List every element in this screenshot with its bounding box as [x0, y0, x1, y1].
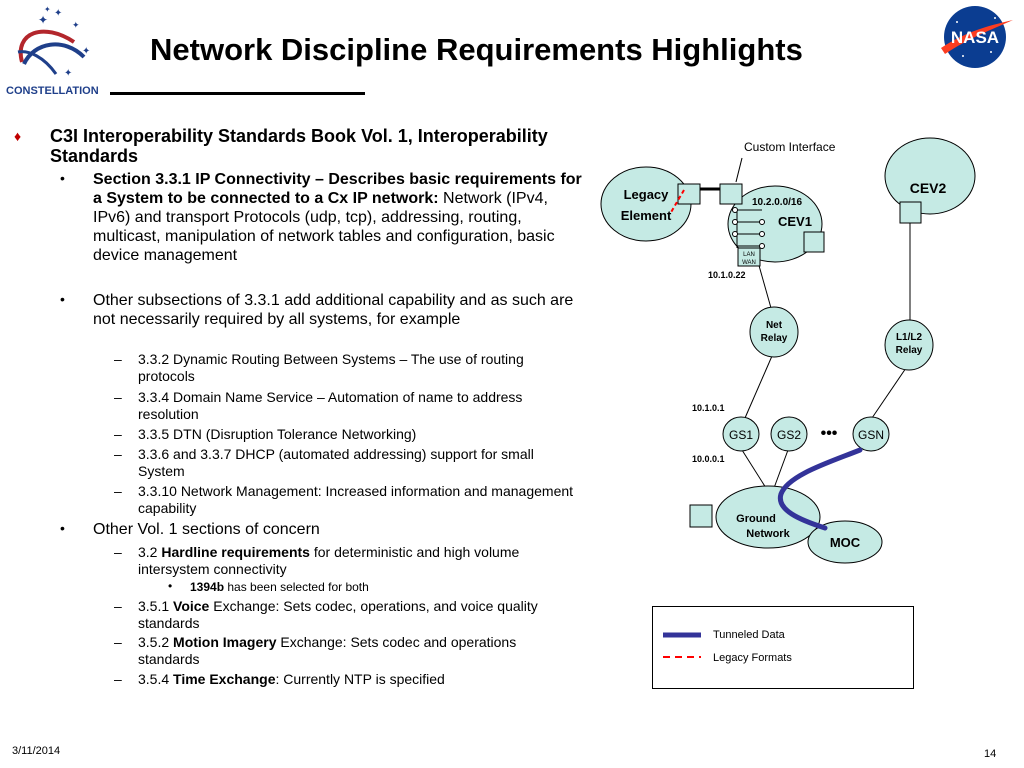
svg-text:✦: ✦ — [38, 13, 48, 27]
diamond-bullet-icon: ♦ — [14, 128, 22, 144]
l1l2-relay-node — [884, 319, 934, 371]
legacy-format-line — [669, 189, 685, 215]
moc-label: MOC — [830, 535, 861, 550]
link-l1l2-gsn — [871, 367, 907, 419]
ground-network-label-1: Ground — [736, 513, 776, 525]
cev1-interface-box — [803, 231, 825, 253]
dash-bullet-icon: – — [114, 671, 122, 687]
tunneled-data-path — [777, 447, 863, 531]
dot-bullet-icon: • — [168, 579, 173, 593]
net-relay-label-2: Relay — [761, 333, 788, 344]
constellation-logo: ✦ ✦ ✦ ✦ ✦ ✦ CONSTELLATION — [6, 5, 99, 97]
cev1-ports — [732, 207, 765, 249]
wan-label: WAN — [742, 260, 756, 266]
svg-text:✦: ✦ — [54, 8, 62, 19]
gsn-label: GSN — [858, 428, 884, 442]
custom-interface-pointer — [735, 157, 743, 183]
dot-bullet-icon: • — [60, 291, 65, 307]
cev2-node — [884, 137, 976, 215]
network-diagram: Legacy Element 10.2.0.0/16 CEV1 LAN WAN … — [600, 137, 976, 564]
legacy-element-label-1: Legacy — [624, 187, 670, 202]
link-gs2-ground — [773, 449, 789, 489]
other-vol1-text: Other Vol. 1 sections of concern — [93, 521, 320, 538]
legend-tunneled-label: Tunneled Data — [713, 629, 786, 641]
nasa-logo-text: NASA — [951, 28, 999, 47]
legacy-element-label-2: Element — [621, 208, 672, 223]
slide-title: Network Discipline Requirements Highligh… — [150, 32, 803, 67]
cev1-node — [727, 185, 823, 263]
link-gs1-ground — [741, 449, 767, 489]
legend-graphics: Tunneled Data Legacy Formats — [663, 629, 792, 664]
cev1-label: CEV1 — [778, 214, 812, 229]
svg-text:✦: ✦ — [82, 46, 90, 57]
svg-text:✦: ✦ — [64, 68, 72, 79]
gs-ellipsis: ••• — [821, 425, 838, 442]
nasa-logo: NASA — [941, 6, 1013, 68]
page-number: 14 — [984, 748, 997, 760]
dash-bullet-icon: – — [114, 426, 122, 442]
gsn-node — [852, 416, 890, 452]
link-netrelay-gs1 — [744, 355, 773, 419]
cev2-interface-box — [899, 201, 922, 224]
l1l2-relay-label-1: L1/L2 — [896, 332, 923, 343]
section-331-rest: Network (IPv4, IPv6) and transport Proto… — [93, 190, 555, 264]
gs-ip-top: 10.1.0.1 — [692, 403, 725, 413]
moc-node — [807, 520, 883, 564]
footer-date: 3/11/2014 — [12, 745, 61, 757]
dash-bullet-icon: – — [114, 634, 122, 650]
dash-bullet-icon: – — [114, 351, 122, 367]
gs-ip-bottom: 10.0.0.1 — [692, 454, 725, 464]
l1l2-relay-label-2: Relay — [896, 345, 923, 356]
legend-legacy-label: Legacy Formats — [713, 652, 792, 664]
gs1-node — [722, 416, 760, 452]
svg-text:✦: ✦ — [44, 5, 51, 14]
gs2-node — [770, 416, 808, 452]
dash-bullet-icon: – — [114, 389, 122, 405]
bullet-c3i-text: C3I Interoperability Standards Book Vol.… — [50, 126, 548, 166]
legacy-interface-box — [677, 183, 701, 205]
dash-bullet-icon: – — [114, 446, 122, 462]
cev1-custom-interface-box — [719, 183, 743, 205]
gs1-label: GS1 — [729, 428, 753, 442]
dot-bullet-icon: • — [60, 170, 65, 186]
constellation-logo-text: CONSTELLATION — [6, 85, 99, 97]
other-subsections-text: Other subsections of 3.3.1 add additiona… — [93, 292, 574, 328]
ground-network-interface-box — [689, 504, 713, 528]
dash-bullet-icon: – — [114, 598, 122, 614]
dash-bullet-icon: – — [114, 544, 122, 560]
section-331-bold: Section 3.3.1 IP Connectivity – Describe… — [93, 171, 582, 207]
custom-interface-label: Custom Interface — [744, 140, 836, 154]
net-relay-label-1: Net — [766, 320, 783, 331]
ground-network-label-2: Network — [746, 528, 790, 540]
cev2-label: CEV2 — [910, 180, 947, 196]
cev1-ip: 10.1.0.22 — [708, 270, 746, 280]
link-cev1-netrelay — [757, 261, 772, 309]
ground-network-node — [715, 485, 821, 549]
gs2-label: GS2 — [777, 428, 801, 442]
lan-label: LAN — [743, 252, 755, 258]
dot-bullet-icon: • — [60, 520, 65, 536]
dash-bullet-icon: – — [114, 483, 122, 499]
title-underline — [110, 92, 365, 95]
legend: Tunneled Data Legacy Formats — [652, 606, 914, 689]
cev1-lan-wan-box — [737, 247, 761, 267]
svg-text:✦: ✦ — [72, 20, 80, 30]
net-relay-node — [749, 306, 799, 358]
cev1-subnet: 10.2.0.0/16 — [752, 197, 802, 208]
